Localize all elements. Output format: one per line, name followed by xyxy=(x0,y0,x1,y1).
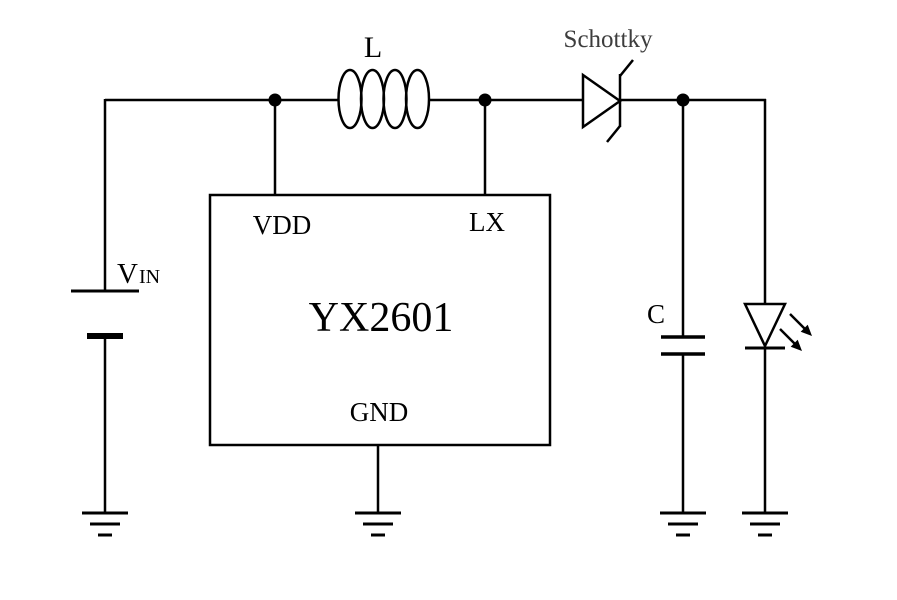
led-emission-arrows xyxy=(779,313,812,351)
inductor: L xyxy=(337,31,431,130)
capacitor: C xyxy=(647,299,705,356)
led-arrowhead-icon xyxy=(800,324,812,336)
vin-label-main: V xyxy=(117,258,138,290)
led-anode-triangle xyxy=(743,302,787,349)
ground-symbol-battery xyxy=(82,511,128,537)
ic-body xyxy=(208,193,552,447)
ic-pin-label-vdd: VDD xyxy=(253,210,312,240)
schottky-label: Schottky xyxy=(564,26,653,53)
led-arrow-icon xyxy=(779,328,796,345)
capacitor-label: C xyxy=(647,299,665,329)
inductor-label: L xyxy=(364,31,382,64)
inductor-loop xyxy=(337,68,363,130)
schottky-anode-triangle xyxy=(581,72,623,130)
junction-dot-lx xyxy=(478,93,492,107)
ic-yx2601: VDD LX YX2601 GND xyxy=(208,193,552,447)
led-arrowhead-icon xyxy=(790,339,802,351)
wires xyxy=(103,98,767,514)
junction-dot-cap xyxy=(676,93,690,107)
schottky-hook-bottom xyxy=(606,125,621,143)
ic-pin-label-gnd: GND xyxy=(350,397,409,427)
battery: V IN xyxy=(71,258,160,339)
ic-pin-label-lx: LX xyxy=(469,207,505,237)
led-arrow-icon xyxy=(789,313,806,330)
schottky-diode: Schottky xyxy=(564,26,653,143)
ic-part-number: YX2601 xyxy=(309,295,454,341)
inductor-loop xyxy=(382,68,408,130)
ground-symbol-ic xyxy=(355,511,401,537)
led xyxy=(743,302,812,351)
ground-symbol-capacitor xyxy=(660,511,706,537)
inductor-loop xyxy=(404,68,431,130)
inductor-loop xyxy=(359,68,386,130)
schottky-hook-top xyxy=(619,59,634,77)
ground-symbol-led xyxy=(742,511,788,537)
junction-dot-vdd xyxy=(268,93,282,107)
vin-label-sub: IN xyxy=(139,266,160,288)
